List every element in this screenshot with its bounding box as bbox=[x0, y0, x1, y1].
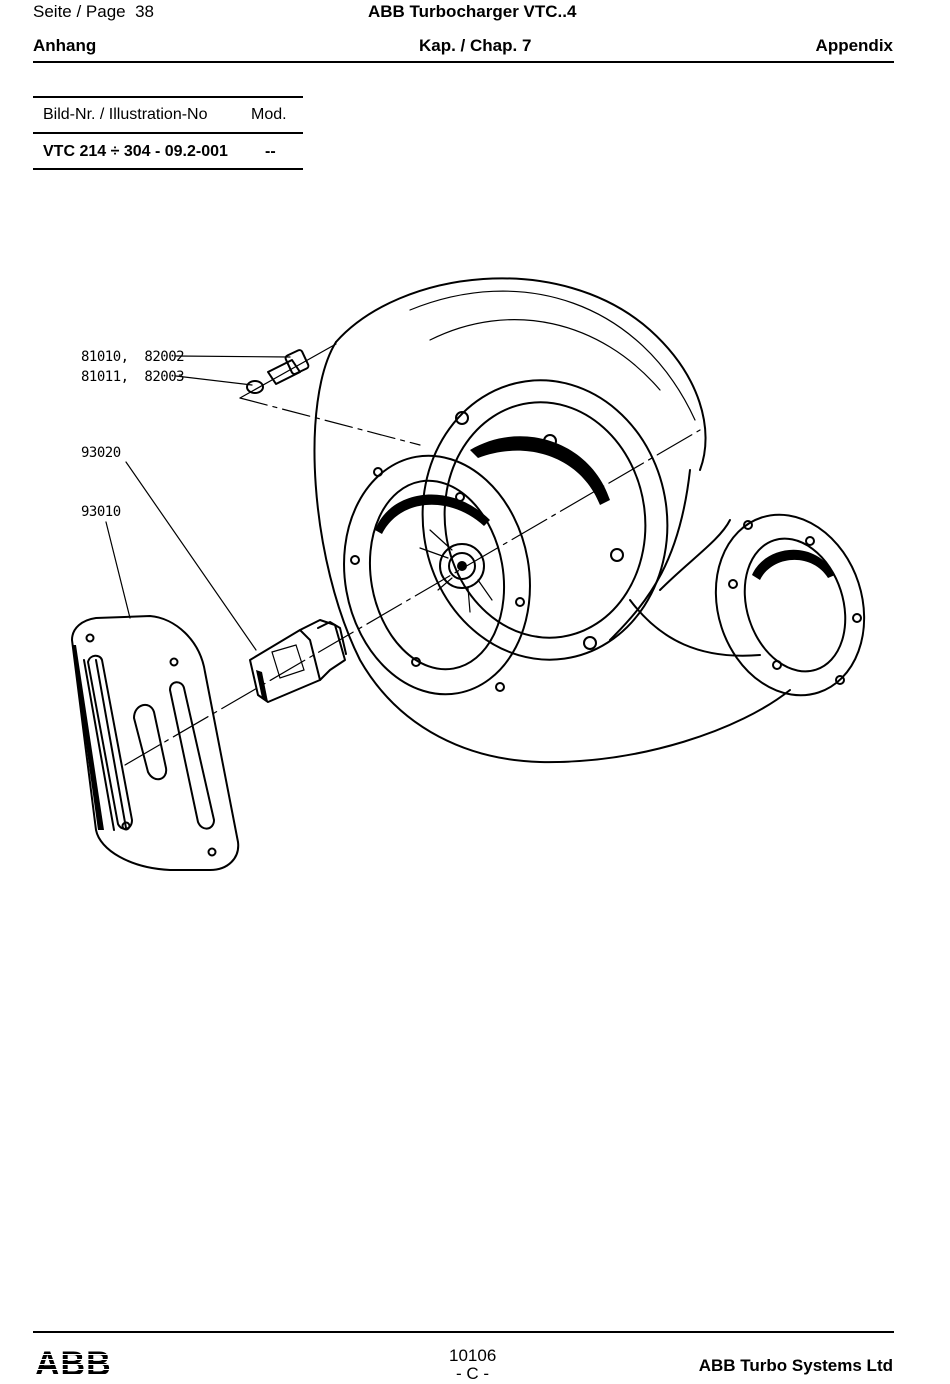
section-right: Appendix bbox=[816, 36, 893, 56]
screw-and-washer bbox=[240, 344, 336, 398]
illustration-table: Bild-Nr. / Illustration-No Mod. VTC 214 … bbox=[33, 96, 303, 172]
table-header-mod: Mod. bbox=[251, 106, 287, 124]
assembly-axis-lines bbox=[125, 398, 700, 765]
blanking-plug bbox=[250, 620, 346, 702]
table-mid-rule bbox=[33, 132, 303, 134]
callout-cover-plate: 93010 bbox=[81, 504, 121, 520]
callout-plug: 93020 bbox=[81, 445, 121, 461]
callout-washer: 81011, 82003 bbox=[81, 369, 184, 385]
callout-screw: 81010, 82002 bbox=[81, 349, 184, 365]
chapter-label: Kap. / Chap. 7 bbox=[419, 36, 531, 56]
section-left: Anhang bbox=[33, 36, 96, 56]
table-bottom-rule bbox=[33, 168, 303, 170]
abb-logo-text: ABB bbox=[35, 1345, 112, 1383]
table-top-rule bbox=[33, 96, 303, 98]
company-name: ABB Turbo Systems Ltd bbox=[699, 1356, 893, 1376]
turbocharger-exploded-drawing: 81010, 82002 81011, 82003 93020 93010 bbox=[0, 230, 950, 890]
leader-lines bbox=[106, 356, 290, 650]
abb-logo: ABB bbox=[35, 1348, 112, 1380]
revision-label: - C - bbox=[456, 1364, 489, 1384]
modification-value: -- bbox=[265, 143, 276, 161]
cover-plate bbox=[72, 616, 238, 870]
illustration-number: VTC 214 ÷ 304 - 09.2-001 bbox=[43, 143, 228, 161]
page-number: Seite / Page 38 bbox=[33, 2, 154, 22]
document-number: 10106 bbox=[449, 1346, 496, 1366]
inlet-flange bbox=[326, 441, 549, 709]
document-title: ABB Turbocharger VTC..4 bbox=[368, 2, 576, 22]
outlet-flange bbox=[693, 495, 887, 714]
footer-rule bbox=[33, 1331, 894, 1333]
table-header-illustration: Bild-Nr. / Illustration-No bbox=[43, 106, 208, 124]
header-rule bbox=[33, 61, 894, 63]
